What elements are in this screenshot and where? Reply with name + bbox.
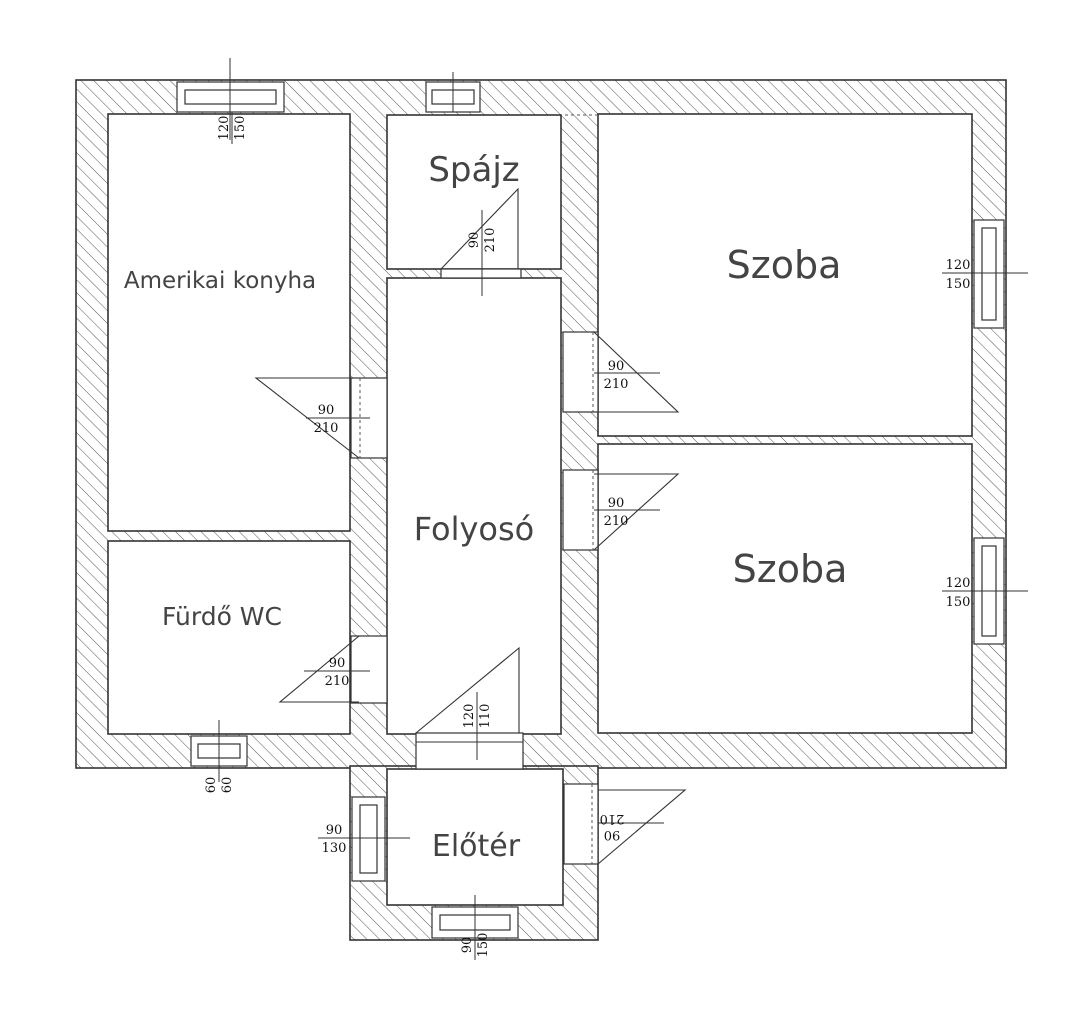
label-furdo-wc: Fürdő WC [162, 602, 282, 631]
label-eloter: Előtér [432, 829, 521, 864]
room-folyoso [386, 277, 562, 735]
dim-szoba-top-window-bottom: 150 [946, 277, 971, 292]
dimension-labels: 120 150 90 210 120 150 90 210 90 210 90 … [204, 112, 970, 957]
dim-eloter-window-left-bottom: 130 [322, 841, 347, 856]
dim-bath-door-bottom: 210 [325, 674, 350, 689]
dim-spajz-door-top: 90 [467, 232, 482, 249]
dim-szoba-bottom-door-top: 90 [608, 496, 625, 511]
window-szoba-top [942, 219, 1028, 329]
doors [254, 114, 687, 865]
label-spajz: Spájz [428, 150, 519, 190]
door-bath [278, 635, 388, 704]
label-szoba-top: Szoba [727, 243, 842, 287]
dim-kitchen-door-top: 90 [318, 403, 335, 418]
door-kitchen [254, 377, 388, 459]
windows [176, 58, 1028, 960]
dim-szoba-bottom-window-top: 120 [946, 576, 971, 591]
dim-szoba-top-door-top: 90 [608, 359, 625, 374]
room-szoba-bottom [597, 443, 973, 734]
door-corridor [415, 646, 524, 770]
dim-eloter-window-bottom-top: 90 [460, 937, 475, 954]
dim-spajz-door-bottom: 210 [483, 228, 498, 253]
dim-kitchen-door-bottom: 210 [314, 421, 339, 436]
dim-szoba-bottom-door-bottom: 210 [604, 514, 629, 529]
window-kitchen-top [176, 58, 285, 140]
room-eloter [386, 768, 564, 906]
dim-corridor-door-bottom: 110 [478, 704, 493, 729]
window-szoba-bottom [942, 537, 1028, 645]
door-szoba-top [562, 331, 680, 413]
label-szoba-bottom: Szoba [733, 547, 848, 591]
room-szoba-top [597, 113, 973, 437]
room-amerikai-konyha [107, 113, 351, 532]
door-eloter-right [563, 783, 687, 865]
window-eloter-left [318, 796, 410, 882]
dim-kitchen-window-bottom: 150 [233, 116, 248, 141]
dim-corridor-door-top: 120 [462, 704, 477, 729]
window-eloter-bottom [431, 895, 519, 960]
dim-eloter-door-right-top: 90 [604, 827, 621, 842]
dim-bath-window-top: 60 [204, 777, 219, 794]
dimension-fraction-lines [318, 272, 972, 839]
dim-bath-door-top: 90 [329, 656, 346, 671]
dim-szoba-bottom-window-bottom: 150 [946, 595, 971, 610]
dim-szoba-top-window-top: 120 [946, 258, 971, 273]
room-labels: Spájz Amerikai konyha Szoba Folyosó Szob… [124, 150, 848, 864]
rooms [107, 113, 973, 906]
dim-bath-window-bottom: 60 [220, 777, 235, 794]
window-bath [190, 720, 248, 782]
door-szoba-bottom [562, 469, 680, 551]
dim-kitchen-window-top: 120 [217, 116, 232, 141]
label-folyoso: Folyosó [414, 510, 535, 548]
label-amerikai-konyha: Amerikai konyha [124, 268, 316, 294]
dim-eloter-window-left-top: 90 [326, 823, 343, 838]
door-spajz [440, 187, 530, 296]
room-spajz [386, 114, 562, 270]
window-spajz-top [425, 72, 481, 113]
dim-eloter-window-bottom-bottom: 150 [476, 933, 491, 958]
dim-szoba-top-door-bottom: 210 [604, 377, 629, 392]
dim-eloter-door-right-bottom: 210 [600, 811, 625, 826]
room-furdo-wc [107, 540, 351, 735]
